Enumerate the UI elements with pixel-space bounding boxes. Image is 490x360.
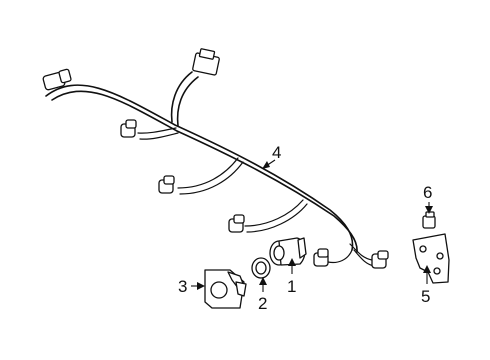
mounting-bracket bbox=[412, 233, 450, 284]
harness-connector-middle bbox=[158, 175, 175, 194]
retaining-clip bbox=[422, 211, 436, 229]
harness-connector-top bbox=[192, 48, 220, 76]
parking-sensor bbox=[269, 237, 307, 266]
harness-connector-lower-right bbox=[313, 248, 329, 267]
callout-6-clip: 6 bbox=[423, 183, 432, 202]
callout-5-bracket: 5 bbox=[421, 287, 430, 306]
callout-3-holder: 3 bbox=[178, 277, 187, 296]
wiring-harness bbox=[42, 48, 389, 269]
harness-connector-right bbox=[371, 250, 389, 269]
callout-4-harness: 4 bbox=[272, 143, 281, 162]
sensor-holder-bracket bbox=[204, 269, 247, 309]
sensor-retaining-ring bbox=[251, 257, 271, 279]
callout-2-ring: 2 bbox=[258, 294, 267, 313]
leader-lines bbox=[191, 159, 433, 292]
callout-1-sensor: 1 bbox=[287, 277, 296, 296]
harness-connector-mid-left bbox=[120, 119, 137, 138]
harness-connector-left bbox=[42, 68, 72, 91]
harness-connector-lower bbox=[228, 214, 245, 233]
